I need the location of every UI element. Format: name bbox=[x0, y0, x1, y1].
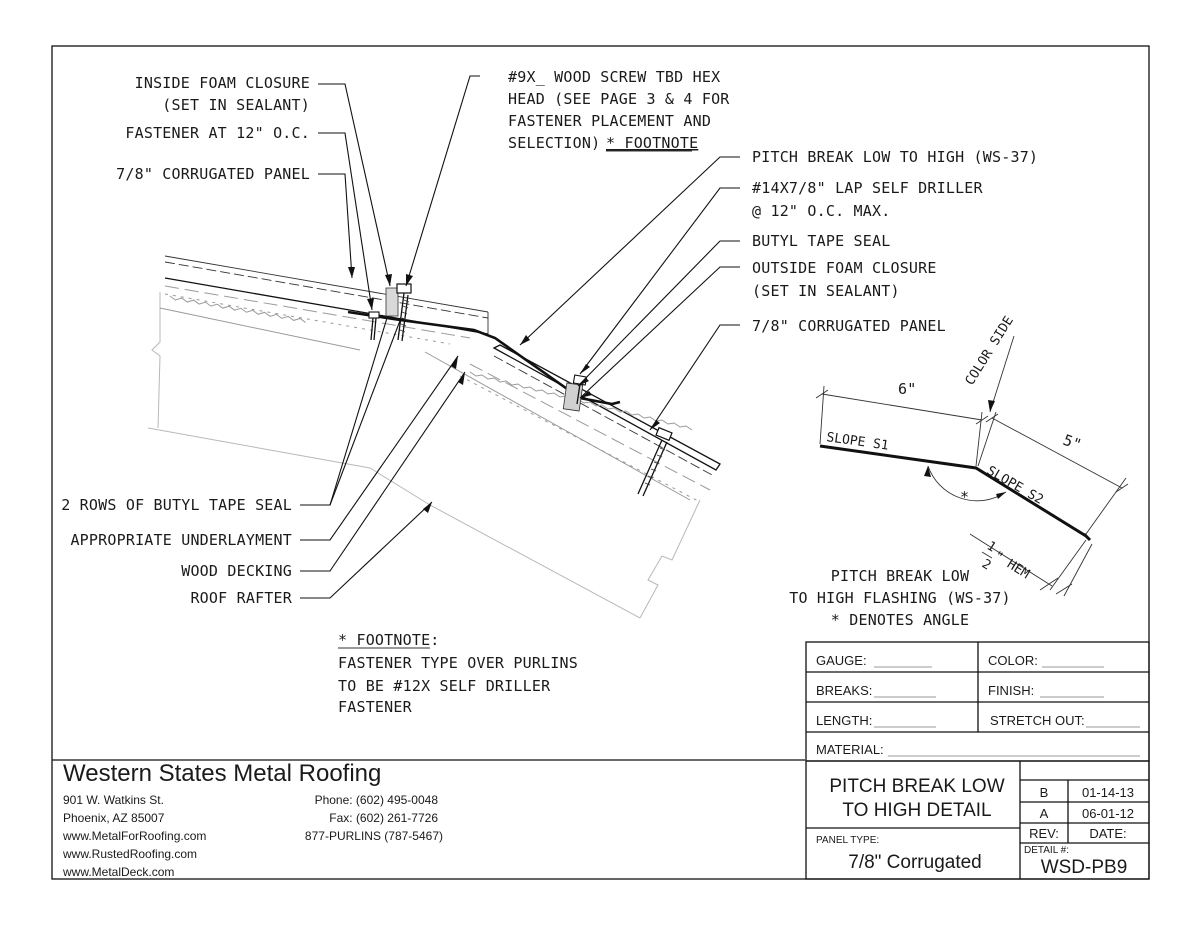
callout-wood-decking: WOOD DECKING bbox=[181, 562, 292, 580]
rev-header: REV: bbox=[1029, 826, 1059, 841]
high-slope-panel bbox=[459, 344, 721, 503]
footnote-line1: FASTENER TYPE OVER PURLINS bbox=[338, 654, 578, 672]
flashing-caption-line3: * DENOTES ANGLE bbox=[831, 611, 969, 629]
panel-screw-right bbox=[637, 426, 673, 497]
company-name: Western States Metal Roofing bbox=[63, 760, 381, 787]
outside-foam-closure bbox=[562, 382, 584, 412]
callout-outside-foam: OUTSIDE FOAM CLOSURE bbox=[752, 259, 937, 277]
dim-5-label: 5" bbox=[1061, 431, 1085, 454]
callout-wood-screw-line2: HEAD (SEE PAGE 3 & 4 FOR bbox=[508, 90, 730, 108]
spec-stretch-label: STRETCH OUT: bbox=[990, 713, 1085, 728]
spec-gauge-label: GAUGE: bbox=[816, 653, 867, 668]
flashing-caption-line1: PITCH BREAK LOW bbox=[831, 567, 970, 585]
decking-edge-left bbox=[159, 307, 361, 351]
callout-two-rows-butyl: 2 ROWS OF BUTYL TAPE SEAL bbox=[61, 496, 292, 514]
company-website-2: www.RustedRoofing.com bbox=[62, 847, 197, 861]
company-address-2: Phoenix, AZ 85007 bbox=[63, 811, 165, 825]
callout-lap-driller-line1: #14X7/8" LAP SELF DRILLER bbox=[752, 179, 984, 197]
detail-title-line2: TO HIGH DETAIL bbox=[842, 800, 991, 821]
company-block: Western States Metal Roofing 901 W. Watk… bbox=[62, 760, 443, 879]
callout-roof-rafter: ROOF RAFTER bbox=[190, 589, 292, 607]
callout-butyl-tape: BUTYL TAPE SEAL bbox=[752, 232, 890, 250]
detail-title-line1: PITCH BREAK LOW bbox=[829, 776, 1004, 797]
callout-inside-foam-closure: INSIDE FOAM CLOSURE bbox=[135, 74, 310, 92]
leader-lines bbox=[300, 75, 740, 599]
slope-s2-label: SLOPE S2 bbox=[984, 463, 1046, 507]
callout-wood-screw-line1: #9X_ WOOD SCREW TBD HEX bbox=[508, 68, 720, 86]
spec-color-label: COLOR: bbox=[988, 653, 1038, 668]
company-website-3: www.MetalDeck.com bbox=[62, 865, 174, 879]
company-fax: Fax: (602) 261-7726 bbox=[329, 811, 438, 825]
company-phone: Phone: (602) 495-0048 bbox=[315, 793, 439, 807]
company-tollfree: 877-PURLINS (787-5467) bbox=[305, 829, 443, 843]
fastener-12-oc bbox=[368, 311, 380, 341]
underlayment-right bbox=[469, 371, 693, 431]
spec-finish-label: FINISH: bbox=[988, 683, 1034, 698]
roof-rafter-outline bbox=[147, 292, 701, 619]
date-header: DATE: bbox=[1089, 826, 1126, 841]
rev-b-code: B bbox=[1040, 785, 1049, 800]
hem-label: " HEM bbox=[991, 549, 1032, 583]
wood-screw-fastener bbox=[396, 283, 412, 342]
low-slope-panel bbox=[164, 255, 489, 345]
callout-inside-foam-closure-sealant: (SET IN SEALANT) bbox=[162, 96, 310, 114]
angle-mark: * bbox=[960, 488, 969, 506]
dim-6-label: 6" bbox=[898, 380, 916, 398]
callout-wood-screw-line4: SELECTION) bbox=[508, 134, 600, 152]
company-address-1: 901 W. Watkins St. bbox=[63, 793, 164, 807]
callout-outside-foam-sealant: (SET IN SEALANT) bbox=[752, 282, 900, 300]
footnote-line3: FASTENER bbox=[338, 698, 413, 716]
spec-length-label: LENGTH: bbox=[816, 713, 872, 728]
spec-material-label: MATERIAL: bbox=[816, 742, 884, 757]
callout-corrugated-panel-right: 7/8" CORRUGATED PANEL bbox=[752, 317, 946, 335]
footnote-line2: TO BE #12X SELF DRILLER bbox=[338, 677, 551, 695]
callout-wood-screw-line3: FASTENER PLACEMENT AND bbox=[508, 112, 711, 130]
inside-foam-closure bbox=[385, 287, 399, 317]
title-block: PITCH BREAK LOW TO HIGH DETAIL PANEL TYP… bbox=[805, 760, 1150, 880]
callout-corrugated-panel-left: 7/8" CORRUGATED PANEL bbox=[116, 165, 310, 183]
callout-fastener-12-oc: FASTENER AT 12" O.C. bbox=[125, 124, 310, 142]
rev-a-code: A bbox=[1040, 806, 1049, 821]
spec-breaks-label: BREAKS: bbox=[816, 683, 872, 698]
flashing-profile-detail: 6" 5" COLOR SIDE SLOPE S1 SLOPE S2 * 1 2… bbox=[789, 314, 1129, 629]
callout-lap-driller-line2: @ 12" O.C. MAX. bbox=[752, 202, 890, 220]
detail-number-label: DETAIL #: bbox=[1024, 845, 1069, 856]
color-side-label: COLOR SIDE bbox=[963, 314, 1017, 388]
callout-pitch-break: PITCH BREAK LOW TO HIGH (WS-37) bbox=[752, 148, 1038, 166]
underlayment-left bbox=[169, 295, 306, 323]
footnote-title: * FOOTNOTE: bbox=[338, 631, 440, 649]
panel-type-value: 7/8" Corrugated bbox=[848, 852, 982, 873]
rev-a-date: 06-01-12 bbox=[1082, 806, 1134, 821]
spec-box: GAUGE: COLOR: BREAKS: FINISH: LENGTH: ST… bbox=[805, 641, 1150, 762]
callout-wood-screw-footnote: * FOOTNOTE bbox=[606, 134, 698, 152]
rev-b-date: 01-14-13 bbox=[1082, 785, 1134, 800]
detail-number-value: WSD-PB9 bbox=[1041, 857, 1128, 878]
company-website-1: www.MetalForRoofing.com bbox=[62, 829, 206, 843]
callout-underlayment: APPROPRIATE UNDERLAYMENT bbox=[70, 531, 292, 549]
flashing-caption-line2: TO HIGH FLASHING (WS-37) bbox=[789, 589, 1011, 607]
sheet-border bbox=[51, 45, 1150, 880]
panel-type-label: PANEL TYPE: bbox=[816, 835, 879, 846]
